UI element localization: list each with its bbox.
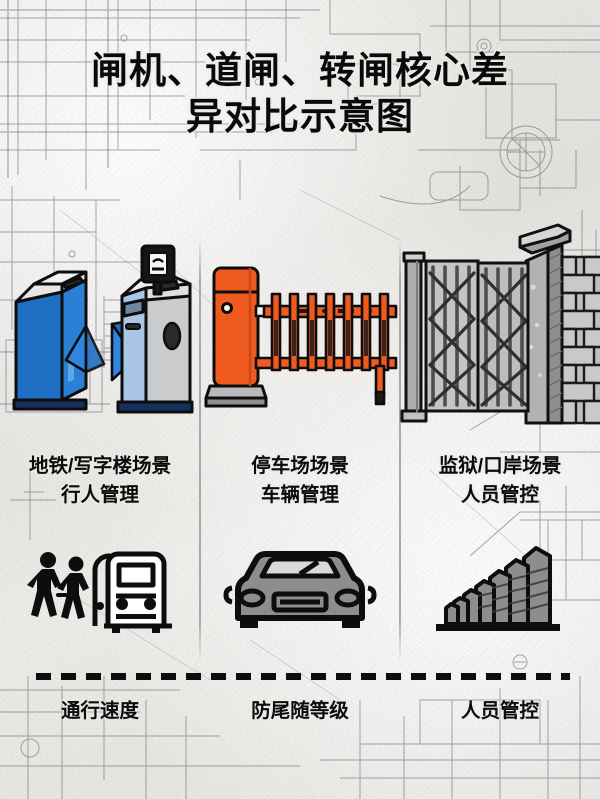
column-divider-2 bbox=[399, 238, 401, 662]
car-front-icon bbox=[223, 551, 377, 628]
pedestrians-and-metro-train-icon bbox=[27, 551, 172, 633]
caption-boom-barrier: 停车场场景 车辆管理 bbox=[200, 452, 400, 510]
fence-posts-perspective-icon bbox=[436, 546, 560, 631]
lattice-security-gate-illustration bbox=[400, 223, 600, 425]
column-divider-1 bbox=[199, 238, 201, 662]
footer-labels: 通行速度 防尾随等级 人员管控 bbox=[0, 694, 600, 734]
caption-boom-barrier-line2: 车辆管理 bbox=[260, 484, 339, 506]
column-lattice-gate: 监狱/口岸场景 人员管控 bbox=[400, 215, 600, 685]
title-line-2: 异对比示意图 bbox=[186, 96, 414, 137]
column-turnstile: 地铁/写字楼场景 行人管理 bbox=[0, 215, 200, 685]
footer-label-speed: 通行速度 bbox=[60, 700, 139, 722]
caption-lattice-gate: 监狱/口岸场景 人员管控 bbox=[400, 452, 600, 510]
dashed-separator bbox=[36, 673, 570, 680]
caption-turnstile-line2: 行人管理 bbox=[60, 484, 139, 506]
caption-lattice-gate-line2: 人员管控 bbox=[460, 484, 539, 506]
caption-boom-barrier-line1: 停车场场景 bbox=[251, 455, 349, 477]
caption-lattice-gate-line1: 监狱/口岸场景 bbox=[438, 455, 562, 477]
caption-turnstile: 地铁/写字楼场景 行人管理 bbox=[0, 452, 200, 510]
column-boom-barrier: 停车场场景 车辆管理 bbox=[200, 215, 400, 685]
flap-turnstile-illustration bbox=[12, 244, 194, 414]
footer-label-personnel-control: 人员管控 bbox=[460, 700, 539, 722]
turnstile-display-sign bbox=[140, 244, 176, 296]
title-line-1: 闸机、道闸、转闸核心差 bbox=[91, 50, 509, 91]
page-title: 闸机、道闸、转闸核心差 异对比示意图 bbox=[0, 48, 600, 140]
boom-barrier-gate-illustration bbox=[204, 266, 398, 408]
footer-label-anti-tailgating: 防尾随等级 bbox=[251, 700, 349, 722]
caption-turnstile-line1: 地铁/写字楼场景 bbox=[29, 455, 171, 477]
